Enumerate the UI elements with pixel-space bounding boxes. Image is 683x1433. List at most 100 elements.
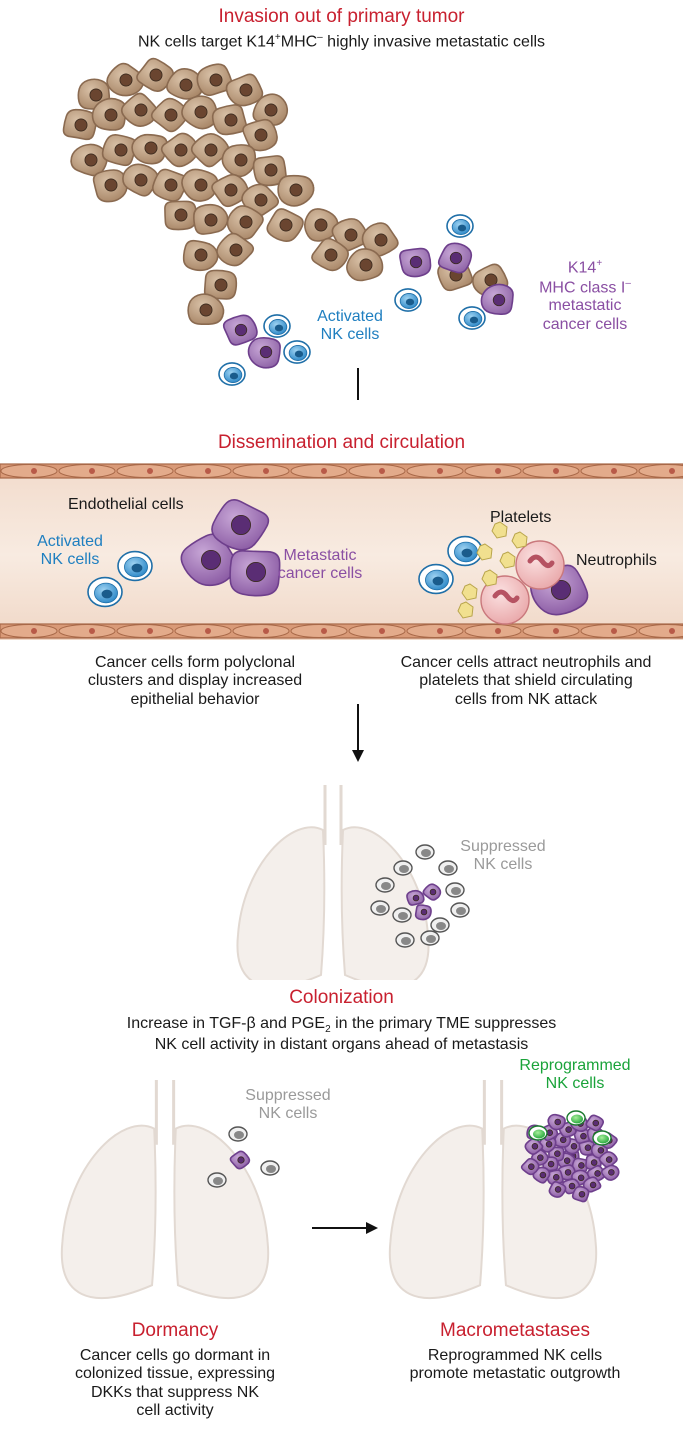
- endothelial-cell: [522, 464, 580, 478]
- macrometastasis-cell: [520, 1157, 540, 1176]
- tumor-cell: [221, 144, 257, 178]
- endothelial-cell: [0, 624, 58, 638]
- tumor-cell: [266, 208, 304, 242]
- suppressed-nk-cell: [445, 882, 465, 898]
- reprogrammed-nk-cell: [592, 1130, 612, 1146]
- endothelial-nucleus: [495, 628, 501, 634]
- macrometastasis-cell: [538, 1136, 557, 1153]
- circulating-nk-cell: [87, 576, 123, 608]
- tumor-cell: [225, 73, 264, 107]
- lungs-outline: [236, 785, 430, 980]
- tumor-cell: [101, 134, 138, 167]
- dormant-cancer-cell: [229, 1150, 251, 1170]
- subtitle-pre: NK cells target K14: [137, 33, 275, 51]
- endothelial-cell: [406, 624, 464, 638]
- tumor-cell: [62, 108, 98, 141]
- endothelial-nucleus: [379, 468, 385, 474]
- endothelial-nucleus: [89, 468, 95, 474]
- platelet: [499, 551, 516, 569]
- macrometastasis-cell: [598, 1151, 618, 1169]
- suppressed-nk-cells-group: [370, 844, 470, 948]
- colonization-caption: Increase in TGF-β and PGE2 in the primar…: [126, 1015, 557, 1053]
- macrometastasis-cell: [600, 1164, 620, 1181]
- suppressed-nk-cell: [228, 1126, 248, 1142]
- circulating-cancer-cell: [180, 533, 237, 587]
- platelet: [481, 569, 498, 587]
- blood-vessel-illustration: [0, 463, 683, 640]
- endothelial-nucleus: [31, 628, 37, 634]
- right-lung: [173, 1124, 270, 1300]
- arrowhead-right: [366, 1222, 378, 1234]
- metastatic-cell: [399, 247, 432, 278]
- tumor-cell: [331, 218, 369, 252]
- neutrophils-label: Neutrophils: [576, 552, 657, 569]
- endothelial-nucleus: [669, 628, 675, 634]
- tumor-cell: [164, 200, 198, 231]
- circulating-nk-cell: [117, 550, 153, 582]
- tumor-cell: [92, 169, 128, 203]
- endothelial-cell: [290, 464, 348, 478]
- trachea: [482, 1080, 504, 1145]
- endothelial-cell: [58, 624, 116, 638]
- tumor-cell: [211, 104, 248, 136]
- invasion-title: Invasion out of primary tumor: [218, 6, 465, 27]
- endothelial-nucleus: [321, 468, 327, 474]
- endothelial-wall: [0, 463, 683, 639]
- endothelial-cell: [580, 464, 638, 478]
- arrow-down-2: [352, 704, 364, 762]
- activated-nk-cell: [218, 362, 246, 386]
- endothelial-nucleus: [553, 628, 559, 634]
- activated-nk-cell: [263, 314, 291, 338]
- endothelial-cell: [580, 624, 638, 638]
- tumor-cell: [181, 168, 219, 202]
- tumor-cell: [122, 163, 159, 197]
- tumor-cell: [277, 174, 315, 207]
- colonizing-cancer-cell: [414, 904, 432, 921]
- neutrophil: [480, 575, 530, 625]
- platelet: [457, 601, 474, 619]
- endothelial-nucleus: [147, 628, 153, 634]
- lungs-dormancy: [60, 1080, 270, 1300]
- tumor-cell: [182, 239, 219, 272]
- k14-metastatic-label: K14+ MHC class I– metastatic cancer cell…: [539, 258, 631, 333]
- tumor-cell: [203, 269, 238, 300]
- endothelial-cell: [464, 624, 522, 638]
- subtitle-sup-plus: +: [274, 32, 281, 43]
- reprogrammed-nk-cell: [528, 1125, 548, 1141]
- tumor-cell: [226, 205, 264, 240]
- invasion-subtitle: NK cells target K14+MHC– highly invasive…: [0, 32, 683, 52]
- suppressed-nk-cell: [375, 877, 395, 893]
- colonization-title: Colonization: [289, 987, 394, 1008]
- endothelial-nucleus: [321, 628, 327, 634]
- endothelial-cell: [638, 464, 683, 478]
- colonizing-cancer-cell: [422, 883, 442, 901]
- circulating-cells: [87, 498, 589, 625]
- tumor-cell: [193, 203, 229, 235]
- metastatic-cell: [247, 337, 281, 369]
- endothelial-label: Endothelial cells: [68, 496, 184, 513]
- tumor-cell: [187, 293, 225, 326]
- suppressed-nk-cell: [393, 860, 413, 876]
- endothelial-cell: [232, 624, 290, 638]
- left-lung: [60, 1124, 157, 1300]
- tumor-cell: [160, 132, 199, 168]
- subtitle-mid: MHC: [280, 33, 318, 51]
- tumor-cell: [216, 232, 255, 267]
- lungs-colonization: [236, 785, 470, 980]
- endothelial-nucleus: [495, 468, 501, 474]
- endothelial-cell: [348, 624, 406, 638]
- metastatic-cell: [222, 314, 258, 346]
- endothelial-cell: [464, 464, 522, 478]
- tumor-cell: [311, 237, 349, 272]
- suppressed-nk-cell: [395, 932, 415, 948]
- suppressed-nk-cell: [415, 844, 435, 860]
- endothelial-cell: [116, 464, 174, 478]
- subtitle-post: highly invasive metastatic cells: [322, 33, 546, 51]
